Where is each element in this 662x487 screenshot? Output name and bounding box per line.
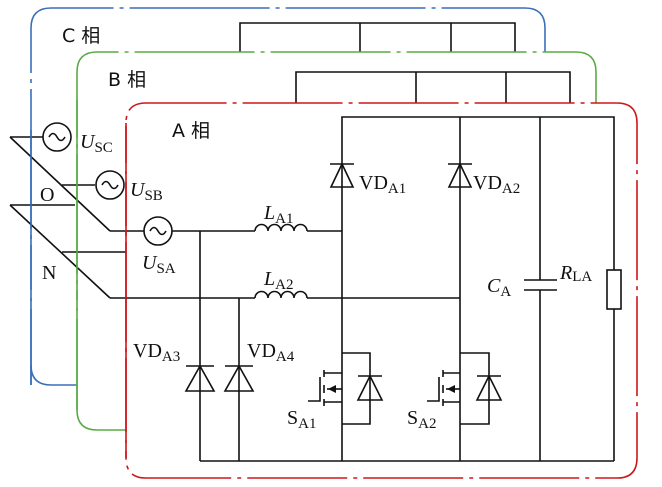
diode-vda3-label: VDA3: [133, 340, 180, 365]
mosfet-sa2: [427, 352, 503, 425]
capacitor-ca: [524, 279, 557, 291]
source-usb-label: USB: [130, 179, 163, 204]
phase-a-frame: [125, 102, 638, 479]
phase-c-inner-rails: [239, 22, 516, 52]
diode-vda2: [447, 162, 473, 188]
node-n-label: N: [42, 262, 56, 284]
switch-sa2-label: SA2: [407, 407, 436, 432]
phase-b-label: B 相: [108, 69, 146, 91]
phase-c-frame: [30, 7, 546, 386]
inductor-la2-label: LA2: [263, 268, 293, 293]
diode-vda1: [329, 162, 355, 188]
source-usc: [42, 122, 72, 152]
dc-rails: [199, 116, 615, 462]
diode-vda2-label: VDA2: [473, 172, 520, 197]
diode-vda4: [223, 364, 255, 392]
phase-b-frame: [76, 51, 597, 431]
resistor-rla: [606, 269, 622, 310]
capacitor-ca-label: CA: [487, 275, 511, 300]
source-wiring: [9, 136, 255, 299]
resistor-rla-label: RLA: [559, 262, 592, 285]
diode-vda4-label: VDA4: [247, 340, 295, 365]
source-usa: [143, 216, 173, 246]
node-o-label: O: [40, 184, 54, 206]
diode-vda1-label: VDA1: [359, 172, 406, 197]
inductor-la1-label: LA1: [263, 202, 293, 227]
source-usa-label: USA: [142, 252, 176, 277]
mosfet-sa1: [308, 352, 384, 425]
inductor-la1: [254, 223, 342, 232]
diode-vda3: [184, 364, 216, 392]
phase-b-inner-rails: [295, 71, 571, 103]
phase-a-label: A 相: [172, 120, 210, 142]
source-usb: [95, 170, 125, 200]
source-usc-label: USC: [80, 131, 113, 156]
inductor-la2: [254, 290, 460, 299]
switch-sa1-label: SA1: [287, 407, 316, 432]
phase-c-label: C 相: [62, 25, 100, 47]
